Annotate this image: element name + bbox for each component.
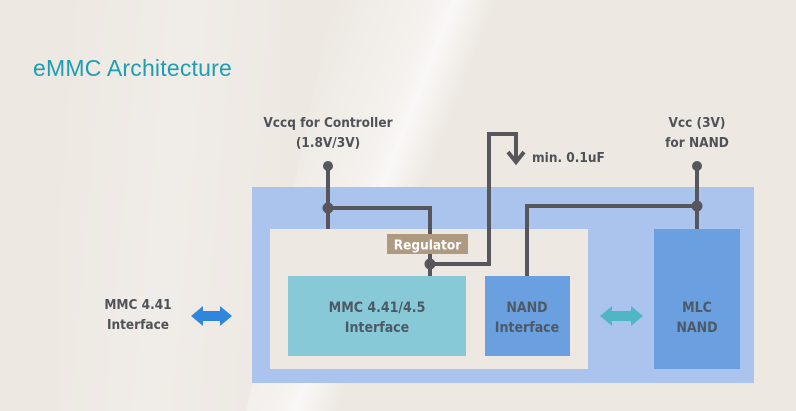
capacitor-label: min. 0.1uF <box>532 150 605 166</box>
vcc-junction-dot <box>691 200 703 212</box>
vcc-to-nand-interface-wire <box>525 204 697 276</box>
arrow-down-icon <box>506 150 526 166</box>
regulator-label: Regulator <box>394 238 461 254</box>
host-interface-label-2: Interface <box>107 317 169 333</box>
page-title: eMMC Architecture <box>33 55 232 81</box>
capacitor-wire <box>430 132 518 266</box>
mmc-interface-block <box>288 276 466 356</box>
regulator-box <box>387 234 468 254</box>
vccq-junction-dot <box>322 202 334 214</box>
vccq-to-regulator-wire <box>328 206 432 238</box>
host-interface-label: MMC 4.41 <box>104 297 171 313</box>
double-arrow-icon <box>600 306 643 326</box>
vccq-label: Vccq for Controller <box>263 115 392 131</box>
nand-interface-label: NAND <box>506 300 547 316</box>
regulator-junction-dot <box>424 258 436 270</box>
vcc-label: Vcc (3V) <box>669 115 726 131</box>
wires <box>326 132 699 276</box>
nand-interface-label-2: Interface <box>495 320 559 336</box>
vccq-voltage-label: (1.8V/3V) <box>296 135 360 151</box>
mmc-interface-label-2: Interface <box>345 320 409 336</box>
vccq-terminal-dot <box>323 161 333 171</box>
vcc-nand-label: for NAND <box>665 135 729 151</box>
vcc-terminal-dot <box>692 161 702 171</box>
mlc-nand-label: MLC <box>682 300 712 316</box>
mlc-nand-block <box>654 229 740 369</box>
mmc-interface-label: MMC 4.41/4.5 <box>329 300 426 316</box>
double-arrow-icon <box>191 306 232 326</box>
nand-interface-block <box>485 276 570 356</box>
mlc-nand-label-2: NAND <box>676 320 717 336</box>
